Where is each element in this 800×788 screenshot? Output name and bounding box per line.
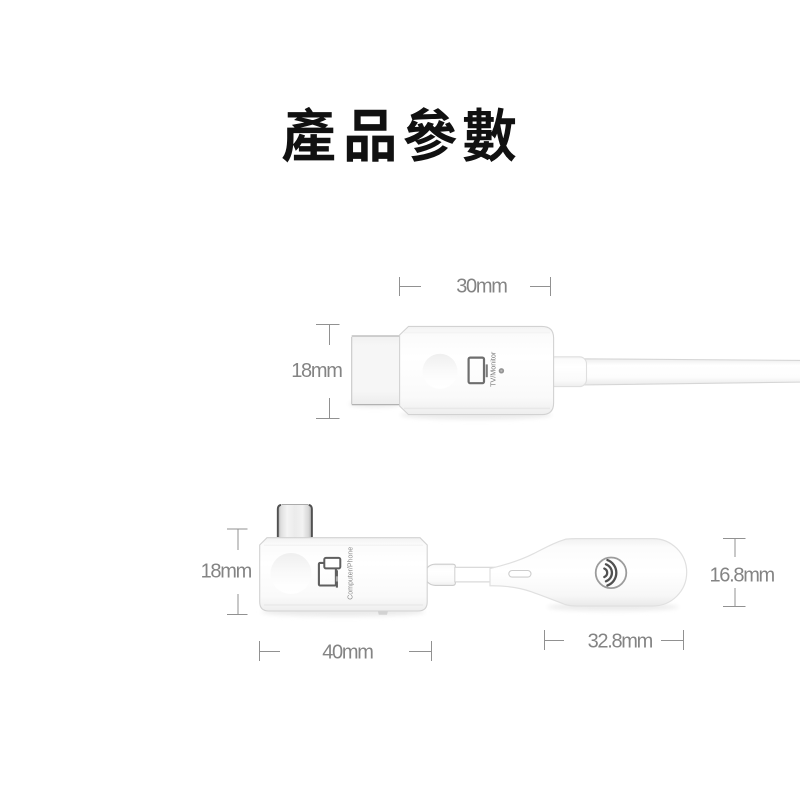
svg-text:40mm: 40mm [322,642,373,664]
svg-text:30mm: 30mm [456,276,507,298]
svg-text:TV/Monitor: TV/Monitor [489,351,498,387]
svg-text:Computer/Phone: Computer/Phone [347,547,354,600]
svg-text:16.8mm: 16.8mm [709,565,774,587]
svg-text:18mm: 18mm [201,561,252,583]
svg-text:18mm: 18mm [291,360,342,382]
svg-text:32.8mm: 32.8mm [588,631,653,653]
